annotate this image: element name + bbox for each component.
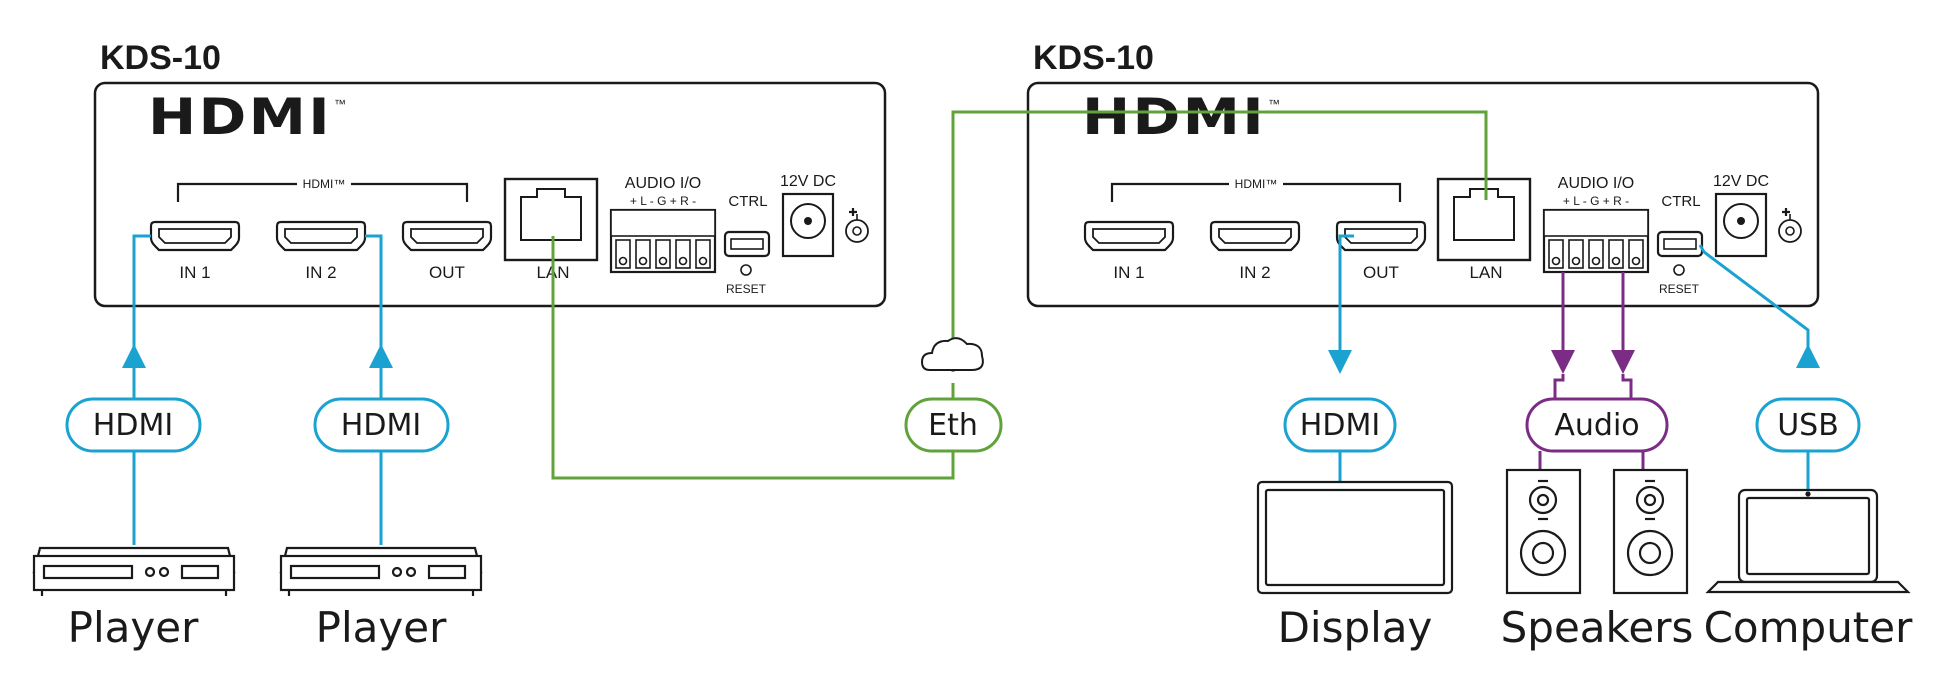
right-in1-label: IN 1 [1113, 263, 1144, 282]
eth-pill: Eth [904, 397, 1003, 453]
speaker-left-icon [1505, 468, 1582, 595]
svg-text:™: ™ [1268, 97, 1280, 111]
left-in2-port-icon[interactable] [275, 220, 367, 252]
player2-icon [279, 546, 483, 596]
svg-text:HDMI: HDMI [93, 408, 173, 443]
left-in2-label: IN 2 [305, 263, 336, 282]
svg-text:HDMI: HDMI [148, 88, 332, 146]
svg-text:HDMI: HDMI [1300, 408, 1380, 443]
player1-icon [32, 546, 236, 596]
display-cable-upper [1338, 234, 1354, 352]
player2-hdmi-pill: HDMI [313, 397, 450, 453]
display-arrow-icon [1328, 350, 1352, 374]
display-hdmi-pill: HDMI [1283, 397, 1397, 453]
right-out-label: OUT [1363, 263, 1399, 282]
usb-arrow-icon [1796, 344, 1820, 368]
computer-label: Computer [1704, 603, 1914, 652]
right-unit: KDS-10 HDMI ™ HDMI™ IN 1 IN 2 OUT LAN AU… [1026, 39, 1820, 308]
left-reset-label: RESET [726, 282, 767, 296]
svg-text:HDMI: HDMI [1082, 88, 1266, 146]
right-hdmi-group-label: HDMI™ [1235, 177, 1278, 191]
right-in2-port-icon[interactable] [1209, 220, 1301, 252]
right-audio-pins: + L - G + R - [1563, 194, 1629, 208]
player2-cable-connector [365, 234, 383, 352]
audio-cable-to-speakers [1538, 451, 1645, 470]
usb-cable-upper [1698, 244, 1810, 357]
speakers-label: Speakers [1501, 603, 1694, 652]
audio-pill: Audio [1525, 397, 1669, 453]
left-hdmi-group-label: HDMI™ [303, 177, 346, 191]
right-ctrl-label: CTRL [1661, 193, 1700, 210]
svg-text:™: ™ [334, 97, 346, 111]
svg-text:Audio: Audio [1554, 408, 1639, 443]
right-dc-jack-icon[interactable] [1714, 192, 1768, 258]
player1-label: Player [68, 603, 199, 652]
player2-arrow-icon [369, 344, 393, 368]
right-audio-terminal-icon[interactable] [1542, 208, 1650, 274]
left-dc-jack-icon[interactable] [781, 192, 835, 258]
audio-cable-branch [1553, 374, 1633, 399]
left-in1-port-icon[interactable] [149, 220, 241, 252]
right-lan-port-icon[interactable] [1436, 177, 1532, 262]
svg-text:USB: USB [1777, 408, 1839, 443]
left-unit: KDS-10 HDMI ™ HDMI™ IN 1 IN 2 OUT LAN AU… [93, 39, 887, 308]
player1-cable-connector [132, 234, 151, 352]
right-usb-port-icon[interactable] [1656, 230, 1704, 258]
left-power-label: 12V DC [780, 173, 836, 190]
eth-cable-upper [951, 110, 1488, 372]
right-power-label: 12V DC [1713, 173, 1769, 190]
left-audio-terminal-icon[interactable] [609, 208, 717, 274]
player1-arrow-icon [122, 344, 146, 368]
svg-text:Eth: Eth [928, 408, 978, 443]
right-lan-label: LAN [1469, 263, 1502, 282]
right-reset-button[interactable] [1673, 264, 1685, 276]
player2-label: Player [316, 603, 447, 652]
display-label: Display [1278, 603, 1433, 652]
right-hdmi-logo: HDMI ™ [1082, 88, 1280, 146]
left-lan-port-icon[interactable] [503, 177, 599, 262]
cloud-icon [920, 337, 984, 371]
laptop-icon [1705, 488, 1911, 594]
right-audio-label: AUDIO I/O [1558, 175, 1634, 192]
left-ctrl-label: CTRL [728, 193, 767, 210]
left-out-port-icon[interactable] [401, 220, 493, 252]
left-usb-port-icon[interactable] [723, 230, 771, 258]
left-polarity-icon [845, 208, 869, 243]
left-audio-label: AUDIO I/O [625, 175, 701, 192]
left-audio-pins: + L - G + R - [630, 194, 696, 208]
left-reset-button[interactable] [740, 264, 752, 276]
right-unit-title: KDS-10 [1033, 39, 1154, 77]
player1-hdmi-pill: HDMI [65, 397, 202, 453]
right-in2-label: IN 2 [1239, 263, 1270, 282]
left-hdmi-logo: HDMI ™ [148, 88, 346, 146]
audio-left-arrow-icon [1551, 350, 1575, 374]
left-out-label: OUT [429, 263, 465, 282]
svg-text:HDMI: HDMI [341, 408, 421, 443]
display-icon [1256, 480, 1454, 595]
right-in1-port-icon[interactable] [1083, 220, 1175, 252]
right-polarity-icon [1778, 208, 1802, 243]
left-unit-title: KDS-10 [100, 39, 221, 77]
speaker-right-icon [1612, 468, 1689, 595]
right-reset-label: RESET [1659, 282, 1700, 296]
usb-pill: USB [1755, 397, 1861, 453]
left-in1-label: IN 1 [179, 263, 210, 282]
audio-right-arrow-icon [1611, 350, 1635, 374]
